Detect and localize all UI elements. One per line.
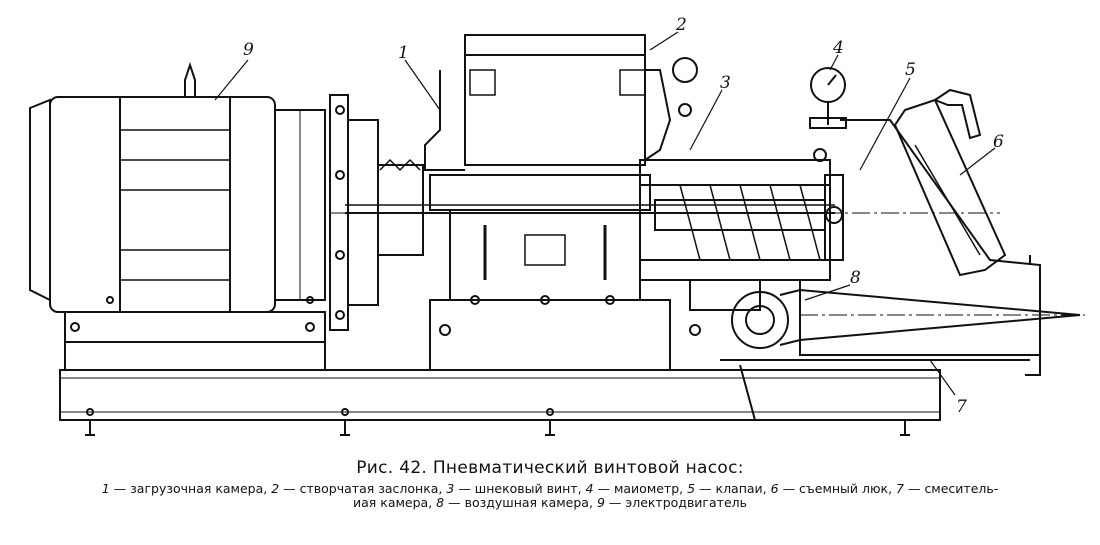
- legend-text: воздушная камера,: [464, 495, 593, 510]
- callout-2: 2: [675, 15, 687, 35]
- callout-5: 5: [905, 60, 916, 80]
- legend-num: 3: [446, 481, 455, 496]
- legend-line-1: 1 — загрузочная камера, 2 — створчатая з…: [101, 481, 999, 496]
- legend-text: клапаи,: [715, 481, 767, 496]
- caption-legend: 1 — загрузочная камера, 2 — створчатая з…: [0, 482, 1100, 510]
- manometer: [809, 67, 847, 129]
- callout-7: 7: [956, 397, 967, 417]
- legend-text: электродвигатель: [625, 495, 747, 510]
- legend-num: 2: [271, 481, 280, 496]
- legend-num: 7: [896, 481, 904, 496]
- callout-1: 1: [398, 43, 409, 63]
- pump-diagram: 9 1 2 3 4 5 6 8 7: [29, 15, 1085, 436]
- legend-num: 6: [770, 481, 779, 496]
- caption-title: Рис. 42. Пневматический винтовой насос:: [356, 458, 744, 478]
- callout-3: 3: [720, 73, 731, 93]
- legend-num: 5: [687, 481, 696, 496]
- legend-text: смеситель-: [924, 481, 999, 496]
- legend-num: 1: [101, 481, 110, 496]
- legend-text: шнековый винт,: [474, 481, 582, 496]
- legend-num: 9: [596, 495, 605, 510]
- valve-flange: [813, 148, 844, 261]
- legend-text: загрузочная камера,: [130, 481, 268, 496]
- legend-text: створчатая заслонка,: [299, 481, 443, 496]
- callout-9: 9: [243, 40, 254, 60]
- mixing-chamber: [715, 279, 1081, 421]
- loading-chamber: [424, 34, 701, 371]
- legend-line-2: иая камера, 8 — воздушная камера, 9 — эл…: [353, 495, 747, 510]
- legend-num: 8: [436, 495, 445, 510]
- callout-labels: 9 1 2 3 4 5 6 8 7: [243, 15, 1004, 417]
- callout-6: 6: [993, 132, 1004, 152]
- callout-8: 8: [850, 268, 861, 288]
- legend-text: съемный люк,: [799, 481, 893, 496]
- callout-4: 4: [832, 38, 844, 58]
- legend-text: иая камера,: [353, 495, 433, 510]
- base-frame: [59, 369, 941, 436]
- legend-text: маиометр,: [613, 481, 684, 496]
- screw-housing: [639, 159, 831, 311]
- figure-caption: Рис. 42. Пневматический винтовой насос: …: [0, 458, 1100, 510]
- electric-motor: [29, 61, 326, 371]
- removable-hatch: [840, 88, 1041, 376]
- legend-num: 4: [585, 481, 594, 496]
